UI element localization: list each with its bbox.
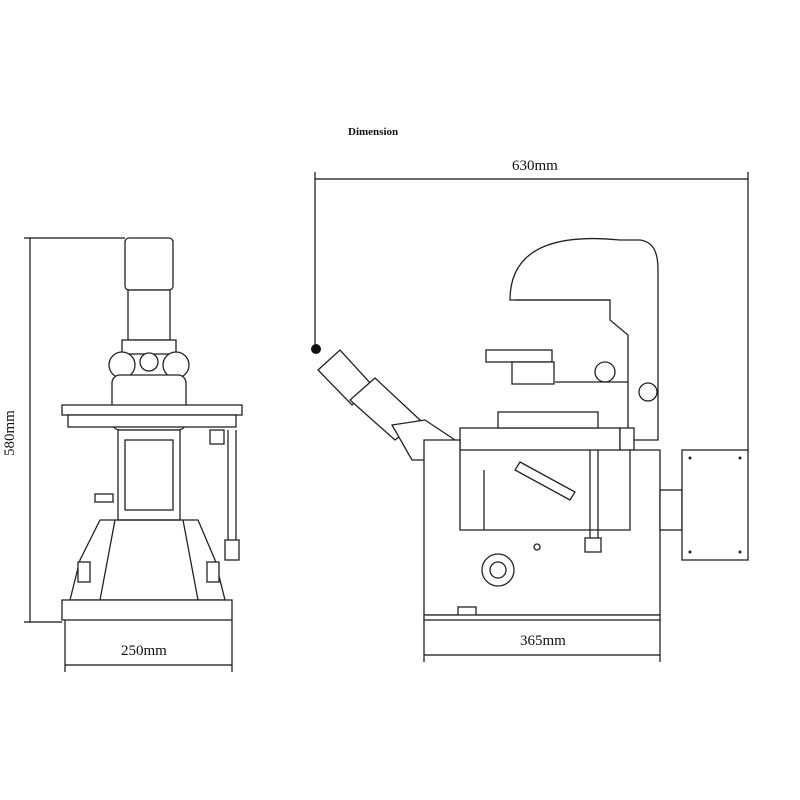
drawing-title: Dimension xyxy=(348,126,399,138)
side-view-microscope xyxy=(317,237,749,621)
dimension-overall-width: 630mm xyxy=(512,158,558,174)
front-view-microscope xyxy=(61,237,243,621)
dimension-lines xyxy=(24,172,749,672)
dimension-front-width: 250mm xyxy=(121,643,167,659)
dimension-base-depth: 365mm xyxy=(520,633,566,649)
